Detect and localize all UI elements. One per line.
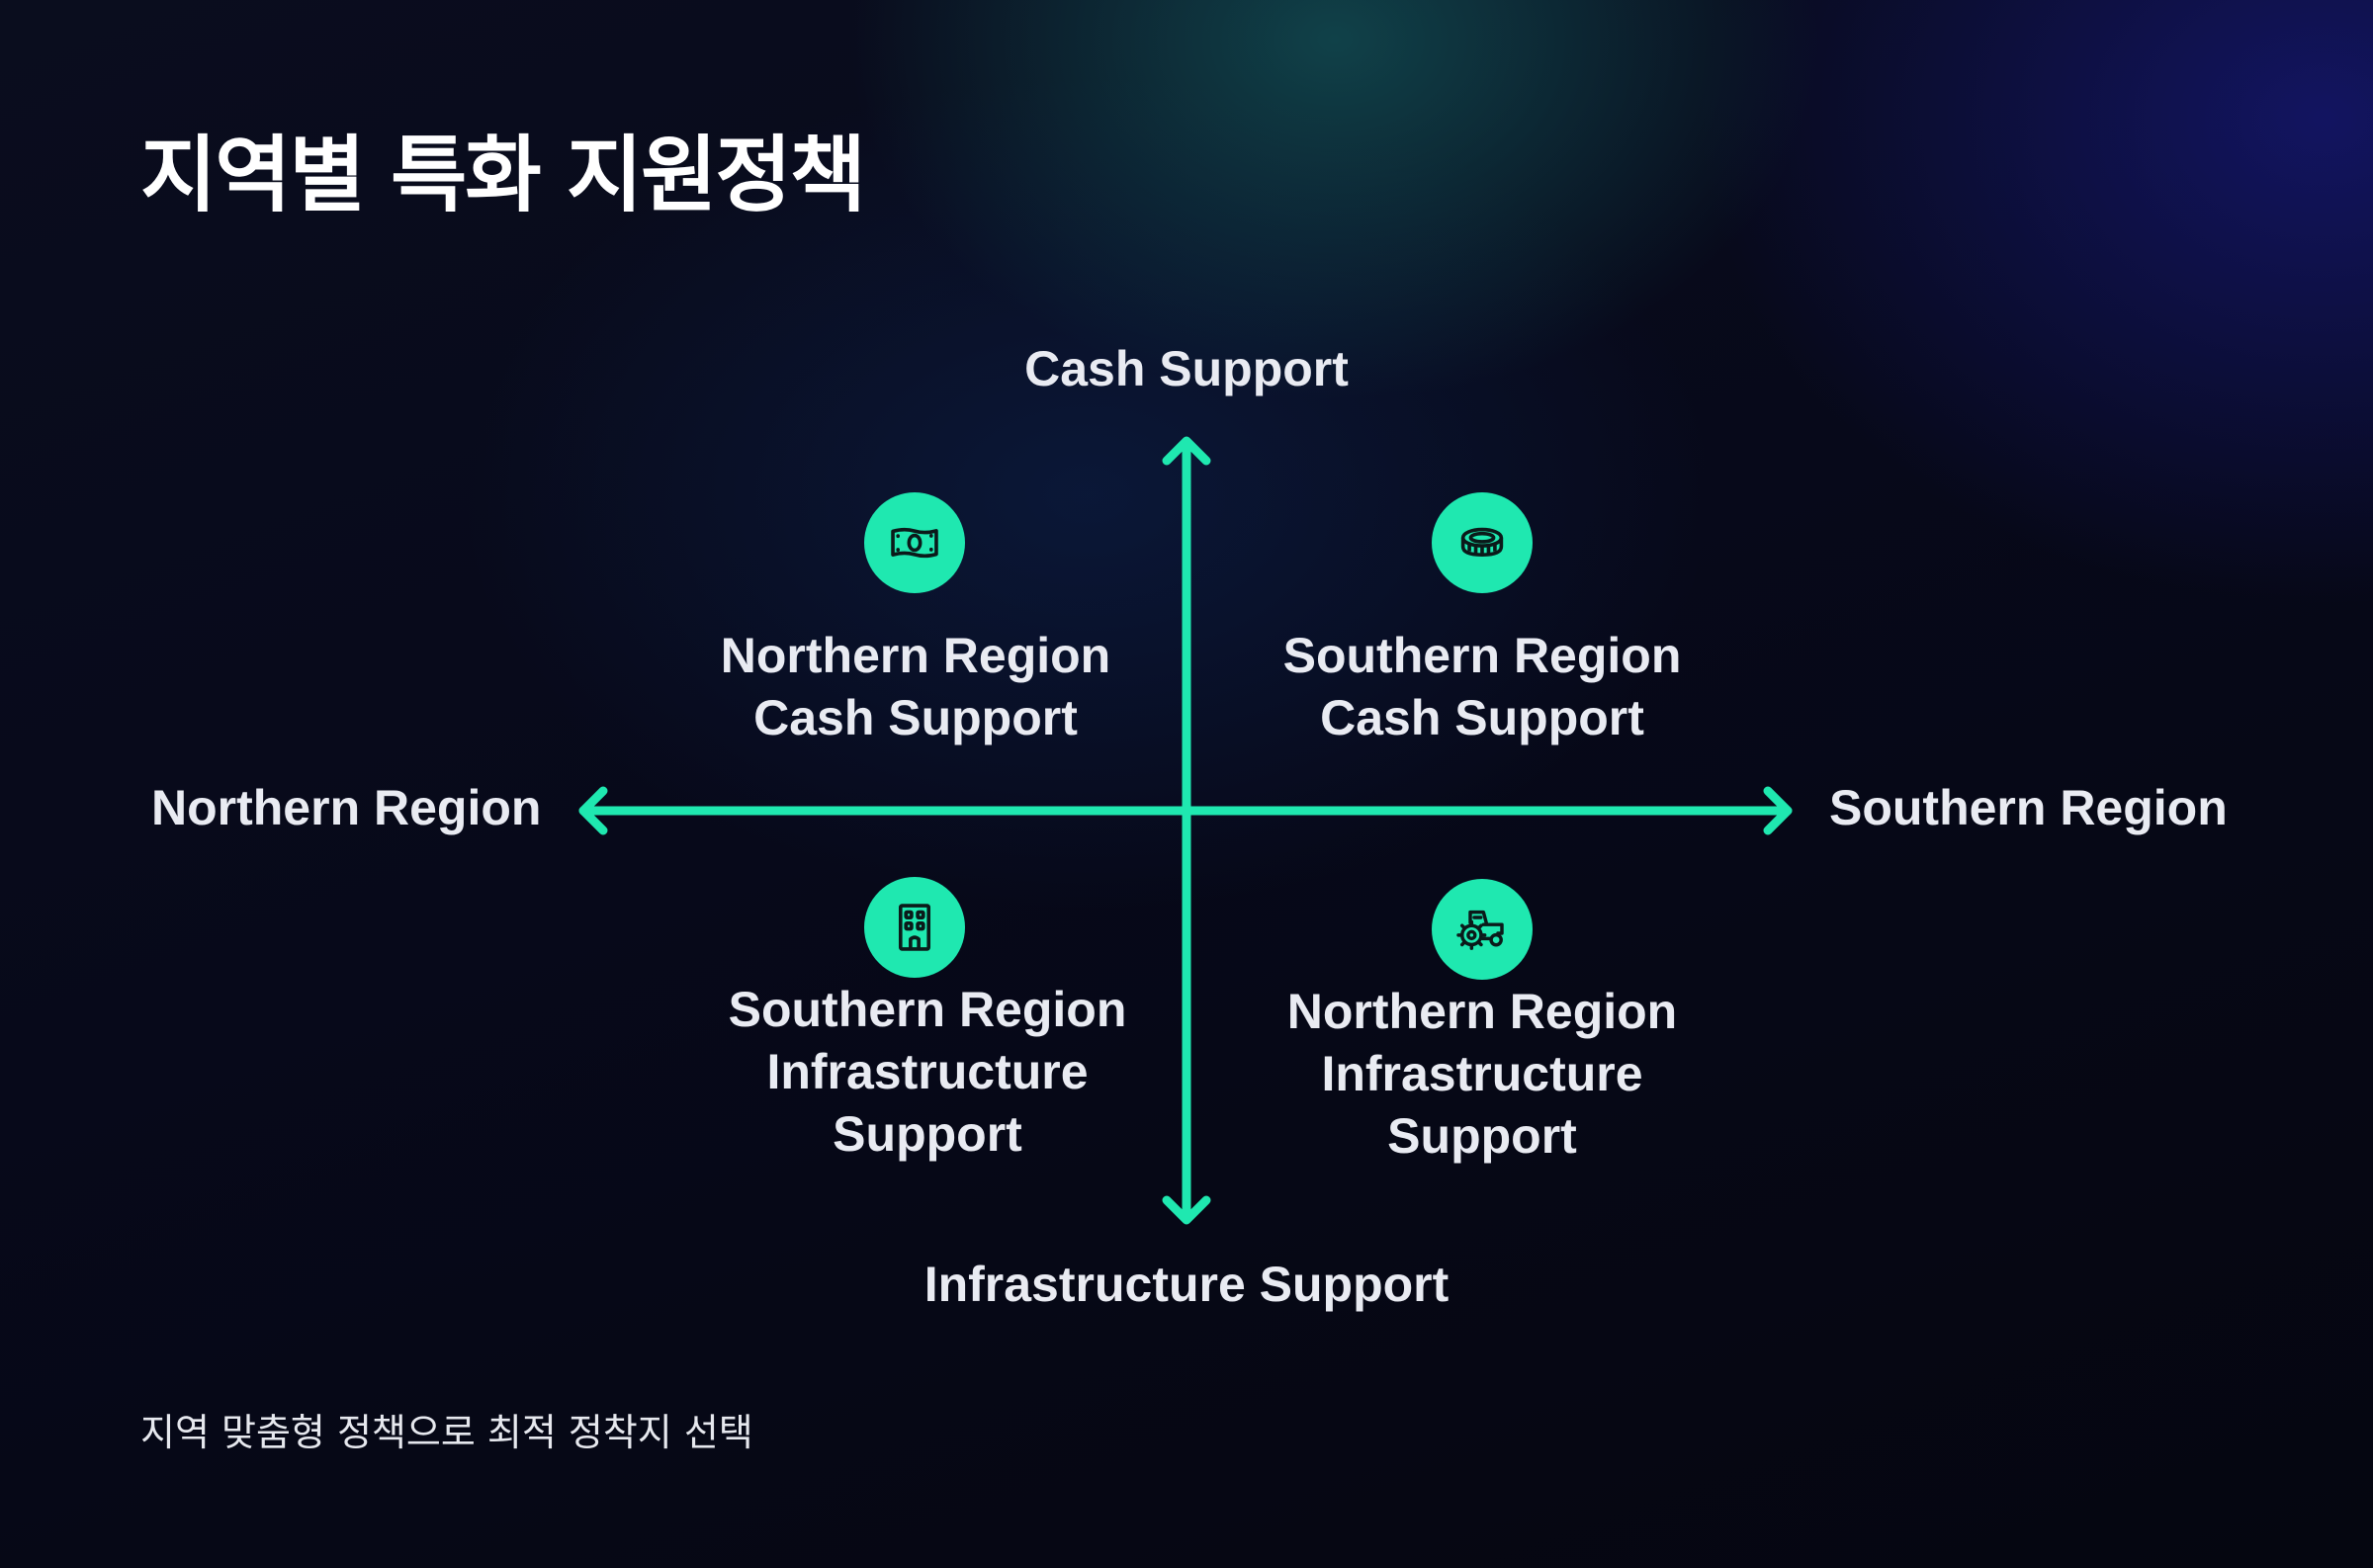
quadrant-top-right-line1: Southern Region [1282,628,1682,683]
arrow-right-icon [1763,786,1793,835]
quadrant-bottom-right-icon-badge [1432,879,1533,980]
quadrant-bottom-left-icon-badge [864,877,965,978]
quadrant-top-left-label: Northern Region Cash Support [721,625,1110,749]
coin-icon [1460,527,1504,557]
footnote-text: 지역 맞춤형 정책으로 최적 정착지 선택 [140,1411,753,1454]
tractor-icon [1456,910,1504,950]
quadrant-bottom-left-label: Southern Region Infrastructure Support [729,979,1127,1166]
quadrant-top-left-line2: Cash Support [753,690,1078,745]
axis-label-bottom: Infrastructure Support [923,1257,1450,1312]
quadrant-top-right-icon-badge [1432,492,1533,593]
quadrant-top-right-line2: Cash Support [1320,690,1644,745]
building-icon [898,904,931,951]
quadrant-bottom-right-label: Northern Region Infrastructure Support [1287,981,1677,1168]
quadrant-bottom-left-line3: Support [833,1106,1022,1162]
arrow-up-icon [1162,436,1211,466]
page-title: 지역별 특화 지원정책 [140,127,866,223]
quadrant-top-left-line1: Northern Region [720,628,1111,683]
quadrant-bottom-right-line3: Support [1387,1108,1577,1164]
quadrant-top-right-label: Southern Region Cash Support [1283,625,1682,749]
quadrant-bottom-right-line2: Infrastructure [1321,1046,1643,1101]
quadrant-bottom-right-line1: Northern Region [1286,984,1678,1039]
quadrant-top-left-icon-badge [864,492,965,593]
quadrant-bottom-left-line1: Southern Region [728,982,1127,1037]
arrow-left-icon [578,786,608,835]
axis-label-top: Cash Support [1024,341,1349,396]
quadrant-bottom-left-line2: Infrastructure [766,1044,1089,1099]
arrow-down-icon [1162,1195,1211,1225]
axis-label-right: Southern Region [1829,780,2228,835]
banknote-icon [891,527,938,559]
axis-label-left: Northern Region [151,780,542,835]
